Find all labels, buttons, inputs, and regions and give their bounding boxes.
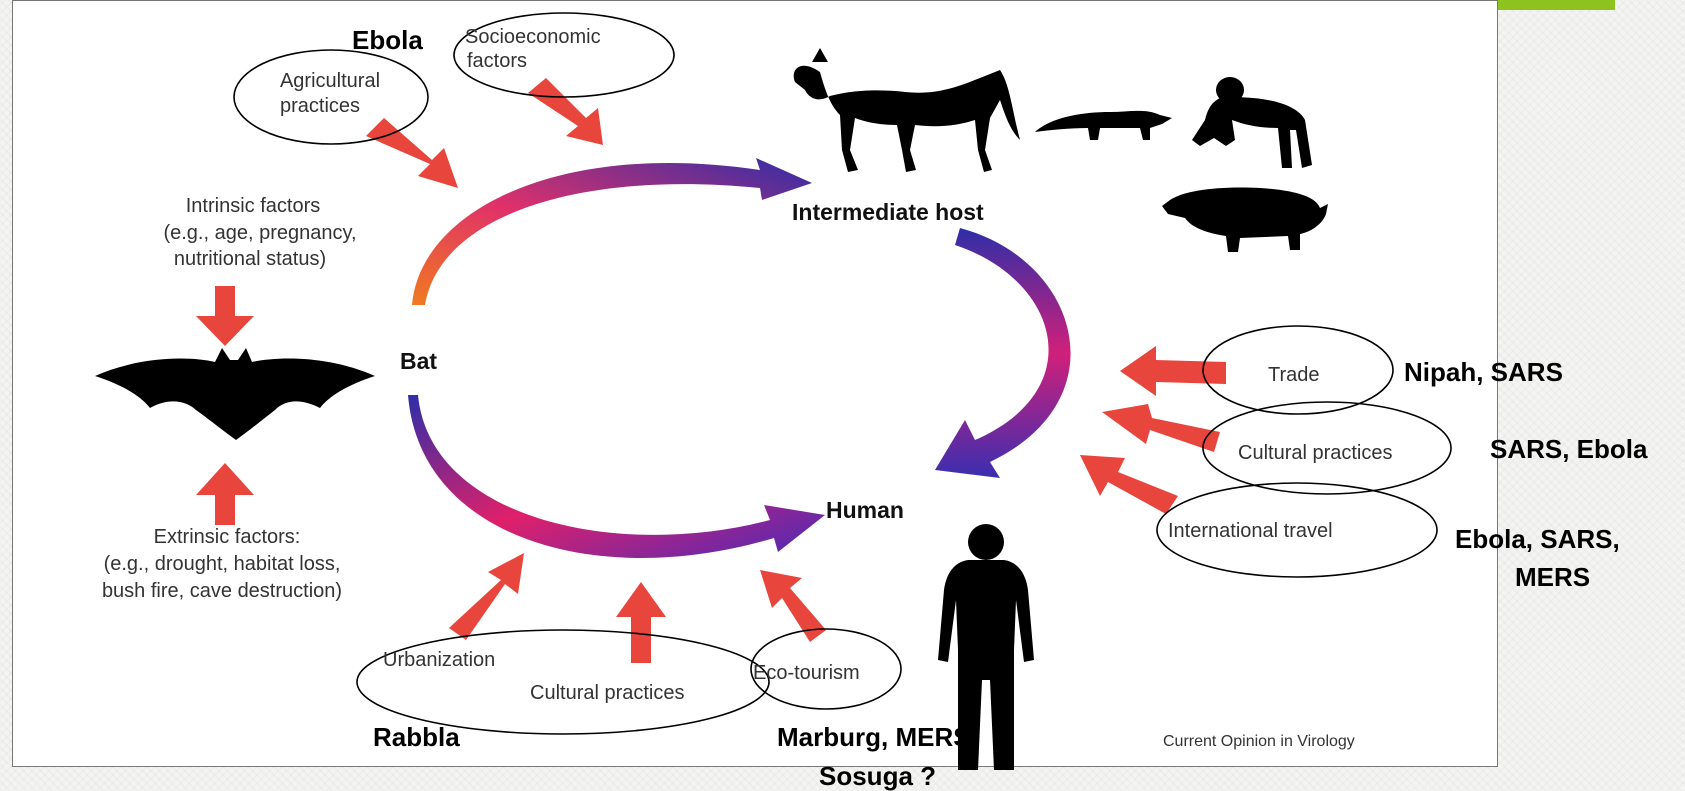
credit-label: Current Opinion in Virology <box>1163 733 1355 750</box>
arrow-cultural-right <box>1102 404 1220 452</box>
extrinsic-label-line3: bush fire, cave destruction) <box>102 580 342 602</box>
annotation-marburg-line1: Marburg, MERS, <box>777 722 978 752</box>
agricultural-label-line2: practices <box>280 95 360 117</box>
annotation-ebola-top: Ebola <box>352 25 423 55</box>
annotation-nipah-sars: Nipah, SARS <box>1404 357 1563 387</box>
horse-icon <box>794 48 1020 172</box>
socioeconomic-label-line1: Socioeconomic <box>465 26 601 48</box>
annotation-ebola-sars-mers-line2: MERS <box>1515 562 1590 592</box>
arrow-socioeconomic <box>528 78 603 145</box>
arrow-eco-tourism <box>760 570 826 642</box>
travel-label: International travel <box>1168 520 1333 542</box>
urbanization-label: Urbanization <box>383 649 495 671</box>
arrow-extrinsic <box>196 463 254 525</box>
agricultural-label-line1: Agricultural <box>280 70 380 92</box>
arrow-intrinsic <box>196 286 254 346</box>
extrinsic-label-line2: (e.g., drought, habitat loss, <box>104 553 341 575</box>
trade-label: Trade <box>1268 364 1320 386</box>
human-label: Human <box>826 497 904 523</box>
arrow-urbanization <box>449 553 524 640</box>
annotation-marburg-line2: Sosuga ? <box>819 761 936 791</box>
cultural-right-label: Cultural practices <box>1238 442 1393 464</box>
arrow-cultural-bottom <box>616 582 666 663</box>
civet-icon <box>1035 111 1172 140</box>
intrinsic-label-line1: Intrinsic factors <box>186 195 320 217</box>
bat-label: Bat <box>400 348 437 374</box>
eco-tourism-label: Eco-tourism <box>753 662 860 684</box>
intrinsic-label-line3: nutritional status) <box>174 248 326 270</box>
cultural-bottom-label: Cultural practices <box>530 682 685 704</box>
primate-icon <box>1192 77 1312 168</box>
arrow-agricultural <box>366 118 458 188</box>
intrinsic-label-line2: (e.g., age, pregnancy, <box>163 222 356 244</box>
intermediate-host-label: Intermediate host <box>792 199 984 225</box>
socioeconomic-label-line2: factors <box>467 50 527 72</box>
extrinsic-label-line1: Extrinsic factors: <box>154 526 301 548</box>
bat-to-intermediate-arrow <box>412 158 812 305</box>
annotation-rabbia: Rabbla <box>373 722 460 752</box>
annotation-sars-ebola: SARS, Ebola <box>1490 434 1648 464</box>
annotation-ebola-sars-mers-line1: Ebola, SARS, <box>1455 524 1620 554</box>
pig-icon <box>1162 188 1328 253</box>
bat-to-human-arrow <box>408 395 825 558</box>
intermediate-to-human-arrow <box>935 228 1071 478</box>
bat-icon <box>95 348 375 440</box>
arrow-travel <box>1080 455 1178 514</box>
